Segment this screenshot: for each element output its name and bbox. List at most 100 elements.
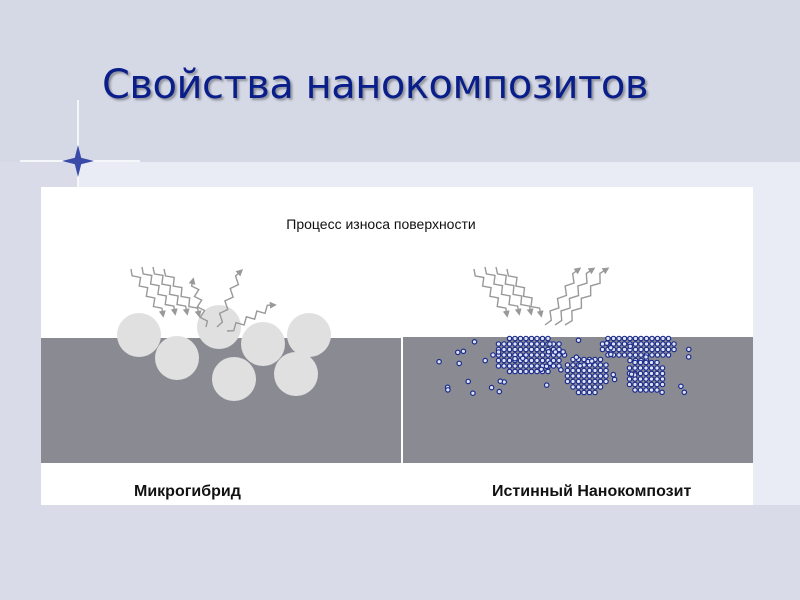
nanoparticle (659, 370, 666, 377)
nanoparticle (603, 362, 609, 368)
nanoparticle (628, 371, 635, 378)
nanoparticle (519, 355, 526, 362)
nanoparticle (685, 346, 692, 353)
nanoparticle (643, 359, 649, 366)
nanoparticle (552, 349, 559, 355)
slide-title: Свойства нанокомпозитов (102, 62, 648, 108)
nanoparticle (621, 341, 628, 347)
nanoparticle (632, 365, 638, 371)
nanoparticle (638, 352, 644, 358)
microhybrid-label: Микрогибрид (134, 483, 241, 500)
filler-particle (287, 313, 331, 357)
nanoparticle (528, 357, 535, 364)
nanoparticle (603, 340, 610, 347)
nanoparticle (603, 367, 609, 374)
nanoparticle (445, 387, 451, 393)
nanoparticle (648, 387, 655, 393)
nanoparticle (523, 352, 529, 358)
nanoparticle (654, 376, 660, 382)
nanoparticle (592, 384, 598, 390)
nanoparticle (681, 389, 688, 396)
wear-arrow (226, 301, 277, 332)
nanoparticle (517, 368, 524, 375)
wear-arrow (554, 267, 596, 326)
nanoparticle (539, 335, 546, 342)
wear-arrow (506, 268, 544, 318)
nanoparticle (581, 373, 587, 379)
nanoparticle (547, 360, 553, 367)
wear-arrow (564, 267, 610, 326)
nanoparticle (643, 376, 649, 382)
nanoparticle (506, 341, 513, 347)
wear-arrow (130, 268, 166, 318)
nanoparticle (465, 378, 472, 385)
nanoparticle (495, 349, 502, 355)
nanoparticle (570, 384, 576, 390)
nanoparticle (534, 341, 540, 347)
nanoparticle (597, 373, 604, 379)
nanoparticle (512, 335, 518, 342)
nanoparticle (517, 346, 524, 353)
wear-diagram-canvas (41, 266, 753, 463)
nanoparticle (597, 378, 604, 385)
nanoparticle (575, 337, 582, 344)
nanoparticle (488, 384, 495, 391)
wear-arrow (484, 266, 522, 316)
nanoparticle (581, 389, 587, 396)
nanoparticle (632, 387, 638, 393)
nanoparticle (597, 367, 604, 374)
nanoparticle (454, 349, 461, 356)
nanoparticle (627, 343, 634, 350)
wear-arrow (188, 277, 209, 328)
nanoparticle (659, 365, 666, 371)
nanoparticle (649, 352, 655, 358)
nanoparticle (501, 346, 507, 353)
filler-particle (197, 305, 241, 349)
nanoparticle (523, 335, 529, 342)
nanoparticle (654, 387, 660, 393)
nanoparticle (643, 365, 649, 371)
nanoparticle (581, 378, 587, 385)
nanoparticle (528, 368, 535, 375)
nanoparticle (621, 335, 628, 342)
nanoparticle (543, 363, 550, 370)
nanoparticle (556, 346, 562, 353)
nanoparticle (564, 378, 571, 385)
nanoparticle (637, 359, 644, 366)
nanoparticle (586, 389, 593, 396)
nanoparticle (528, 341, 535, 347)
nanoparticle (627, 357, 633, 364)
wear-arrow (473, 268, 510, 318)
nanoparticle (626, 365, 633, 371)
nanoparticle (599, 341, 606, 347)
nanoparticle (581, 367, 587, 374)
nanoparticle (517, 341, 524, 347)
nanoparticle (637, 376, 644, 382)
nanoparticle (575, 367, 582, 374)
nanoparticle (512, 363, 518, 369)
nanoparticle (506, 357, 513, 364)
nanoparticle (592, 367, 598, 374)
nanoparticle (528, 335, 535, 342)
nanoparticle (564, 373, 571, 379)
sparkle-decoration (20, 100, 140, 220)
filler-particle (117, 313, 161, 357)
nanoparticle (665, 335, 672, 342)
filler-particle (274, 352, 318, 396)
nanoparticle (436, 358, 442, 365)
nanoparticle (597, 362, 604, 368)
nanoparticle (665, 346, 672, 353)
nanoparticle (539, 357, 546, 364)
nanoparticle (607, 344, 614, 351)
nanoparticle (643, 354, 649, 360)
wear-arrow (544, 267, 582, 326)
nanoparticle (581, 356, 587, 363)
nanoparticle (626, 381, 633, 388)
nanoparticle (665, 341, 672, 347)
nanoparticle (575, 378, 582, 385)
nanoparticle (558, 367, 564, 373)
nanoparticle (528, 363, 535, 369)
nanoparticle (586, 378, 593, 385)
nanoparticle (534, 352, 540, 358)
nanoparticle (654, 370, 660, 377)
